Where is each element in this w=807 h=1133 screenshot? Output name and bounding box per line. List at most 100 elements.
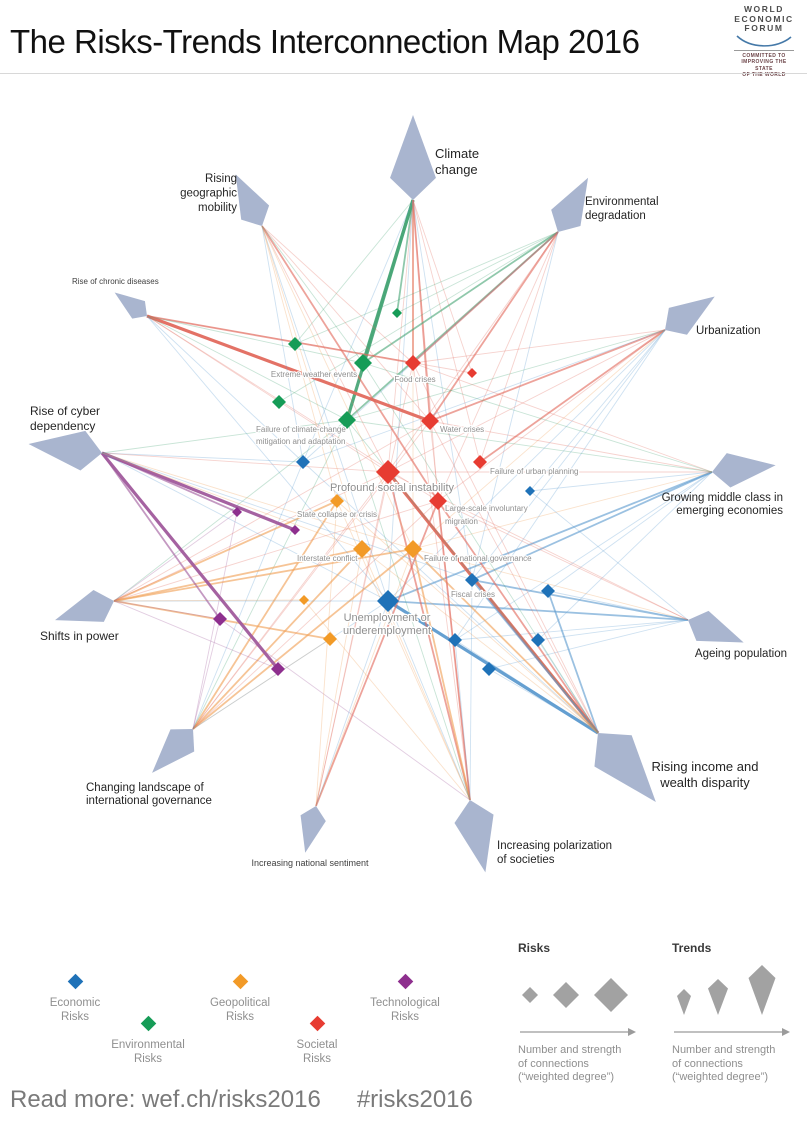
edge-environmental-degradation--profound-social-instability [387, 231, 559, 473]
edge-climate-change--water-crises [412, 199, 431, 422]
edge-urbanization--fiscal-crises [471, 329, 666, 581]
trend-node-urbanization[interactable] [656, 283, 724, 343]
wef-swoosh-icon [736, 34, 792, 47]
risk-node-water-crises[interactable] [421, 412, 439, 430]
trends-size-caption: Number and strength of connections (“wei… [672, 1044, 776, 1083]
edge-rising-geographic-mobility--extreme-weather-events [261, 225, 364, 364]
edge-environmental-degradation--env-2 [294, 231, 559, 345]
edge-changing-landscape-governance--profound-social-instability [192, 471, 389, 730]
trend-label-shifts-in-power: Shifts in power [40, 629, 119, 643]
edge-changing-landscape-governance--eco-1 [192, 461, 304, 730]
trend-node-environmental-degradation[interactable] [543, 170, 602, 240]
trend-node-climate-change[interactable] [390, 115, 436, 200]
edge-shifts-in-power--tech-4 [113, 600, 279, 670]
edge-environmental-degradation--water-crises [429, 231, 559, 422]
risk-node-eco-2[interactable] [525, 486, 535, 496]
legend-diamond-geopolitical [232, 973, 248, 990]
edge-urbanization--eco-2 [529, 329, 666, 492]
edge-rise-of-chronic-diseases--unemployment [146, 315, 389, 602]
edge-ageing-population--eco-6 [488, 619, 689, 670]
legend-label-environmental: Environmental Risks [111, 1039, 185, 1065]
edge-shifts-in-power--water-crises [113, 420, 431, 602]
trend-node-rise-of-chronic-diseases[interactable] [108, 284, 153, 325]
risk-node-env-1[interactable] [392, 308, 402, 318]
trend-size-icon-small [677, 989, 691, 1015]
risk-node-tech-3[interactable] [213, 612, 227, 626]
trend-node-rising-income-wealth-disparity[interactable] [579, 717, 674, 817]
trend-node-increasing-national-sentiment[interactable] [293, 803, 329, 856]
risk-label-food-crises: Food crises [394, 375, 435, 384]
legend-diamond-technological [397, 973, 413, 990]
risk-node-env-3[interactable] [272, 395, 286, 409]
trend-label-ageing-population: Ageing population [695, 648, 787, 660]
edge-changing-landscape-governance--unemployment [192, 600, 389, 730]
risk-node-eco-4[interactable] [448, 633, 462, 647]
risk-node-tech-1[interactable] [232, 507, 242, 517]
hashtag: #risks2016 [356, 1086, 473, 1113]
trend-node-rising-geographic-mobility[interactable] [222, 167, 276, 233]
risk-node-soc-1[interactable] [467, 368, 477, 378]
risk-node-tech-4[interactable] [271, 662, 285, 676]
risk-size-icon-medium [553, 982, 579, 1008]
risk-node-fiscal-crises[interactable] [465, 573, 479, 587]
page-title: The Risks-Trends Interconnection Map 201… [10, 23, 640, 60]
edge-rising-income-wealth-disparity--eco-5 [537, 639, 599, 734]
edge-growing-middle-class--eco-2 [529, 471, 713, 492]
trend-node-shifts-in-power[interactable] [50, 585, 119, 636]
risk-node-eco-3[interactable] [541, 584, 555, 598]
risk-node-large-scale-migration[interactable] [429, 492, 447, 510]
risk-node-eco-5[interactable] [531, 633, 545, 647]
edge-shifts-in-power--tech-3 [113, 600, 221, 620]
risk-node-state-collapse[interactable] [330, 494, 344, 508]
trend-node-ageing-population[interactable] [682, 605, 750, 658]
edge-rise-of-chronic-diseases--water-crises [146, 314, 431, 423]
edge-rise-of-cyber-dependency--unemployment [101, 452, 389, 602]
trend-node-increasing-polarization[interactable] [450, 796, 504, 877]
risk-node-food-crises[interactable] [405, 355, 421, 371]
risk-label-profound-social-instability: Profound social instability [330, 482, 455, 494]
edge-shifts-in-power--failure-climate-mitigation [113, 419, 348, 602]
edge-changing-landscape-governance--state-collapse [192, 500, 338, 730]
trend-label-urbanization: Urbanization [696, 325, 761, 337]
trend-node-growing-middle-class[interactable] [710, 448, 777, 489]
risk-node-failure-urban-planning[interactable] [473, 455, 487, 469]
logo-divider [734, 49, 794, 51]
trends-size-title: Trends [672, 941, 712, 955]
edge-shifts-in-power--interstate-conflict [113, 548, 363, 602]
edge-rising-geographic-mobility--profound-social-instability [261, 225, 389, 473]
risk-node-eco-6[interactable] [482, 662, 496, 676]
edge-urbanization--large-scale-migration [437, 329, 666, 502]
risk-node-extreme-weather-events[interactable] [354, 354, 372, 372]
trend-node-rise-of-cyber-dependency[interactable] [26, 424, 104, 473]
legend-label-economic: Economic Risks [49, 997, 101, 1023]
risk-label-fiscal-crises: Fiscal crises [451, 590, 495, 599]
edge-increasing-polarization--unemployment [387, 600, 471, 801]
edge-urbanization--failure-climate-mitigation [346, 329, 666, 421]
edge-rising-geographic-mobility--state-collapse [261, 225, 338, 502]
risk-node-tech-2[interactable] [290, 525, 300, 535]
risk-node-failure-climate-mitigation[interactable] [338, 411, 356, 429]
edge-increasing-national-sentiment--failure-national-governance [315, 548, 414, 807]
edge-rise-of-cyber-dependency--tech-2 [101, 451, 296, 532]
edge-rising-geographic-mobility--interstate-conflict [261, 225, 363, 550]
edge-changing-landscape-governance--large-scale-migration [192, 500, 439, 730]
risk-node-geo-2[interactable] [323, 632, 337, 646]
risk-label-failure-national-governance: Failure of national governance [424, 554, 532, 563]
risk-node-unemployment[interactable] [377, 590, 399, 612]
risk-node-profound-social-instability[interactable] [376, 460, 400, 484]
risk-node-geo-1[interactable] [299, 595, 309, 605]
risk-node-failure-national-governance[interactable] [404, 540, 422, 558]
risks-size-icons [522, 978, 628, 1012]
risk-node-interstate-conflict[interactable] [353, 540, 371, 558]
edge-urbanization--unemployment [387, 329, 666, 602]
trend-node-changing-landscape-governance[interactable] [140, 718, 205, 784]
risk-node-env-2[interactable] [288, 337, 302, 351]
edge-rise-of-cyber-dependency--failure-climate-mitigation [101, 419, 348, 454]
trends-size-icons [677, 965, 776, 1015]
risk-node-eco-1[interactable] [296, 455, 310, 469]
